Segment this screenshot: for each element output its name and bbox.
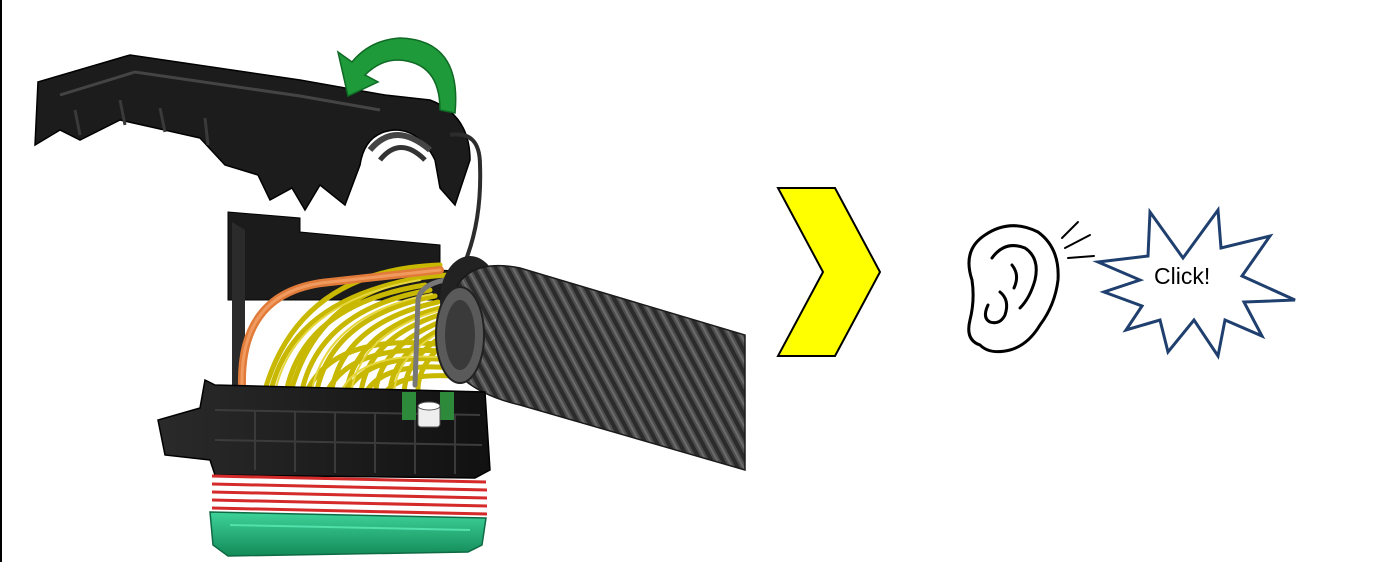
- ear-icon: [969, 226, 1058, 352]
- red-seal: [212, 476, 487, 514]
- connector-housing: [158, 380, 490, 478]
- green-base: [210, 512, 486, 556]
- connector-cover: [35, 55, 470, 210]
- white-terminal-cap: [418, 402, 440, 427]
- chevron-right-icon: [778, 188, 880, 356]
- click-label: Click!: [1154, 263, 1210, 289]
- connector-illustration: [35, 55, 745, 556]
- sound-lines-icon: [1062, 222, 1094, 258]
